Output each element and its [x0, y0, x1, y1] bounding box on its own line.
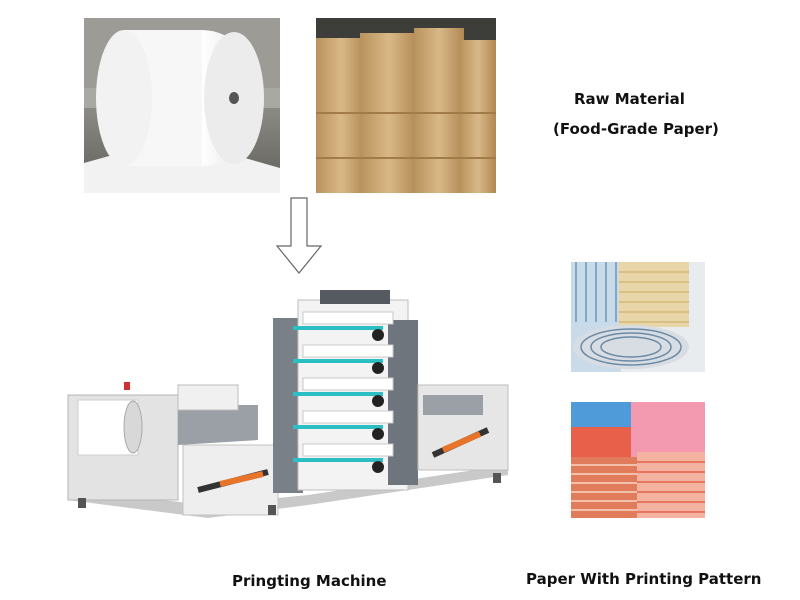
machine-caption: Pringting Machine: [232, 572, 387, 590]
down-arrow-icon: [274, 196, 324, 276]
raw-material-title: Raw Material: [574, 90, 685, 108]
product-caption: Paper With Printing Pattern: [526, 570, 762, 588]
printing-machine-image: [58, 290, 528, 540]
kraft-paper-rolls-photo: [316, 18, 496, 193]
white-paper-roll-photo: [84, 18, 280, 193]
striped-paper-rolls-photo: [571, 262, 705, 372]
red-pink-paper-rolls-photo: [571, 402, 705, 518]
raw-material-subtitle: (Food-Grade Paper): [553, 120, 719, 138]
